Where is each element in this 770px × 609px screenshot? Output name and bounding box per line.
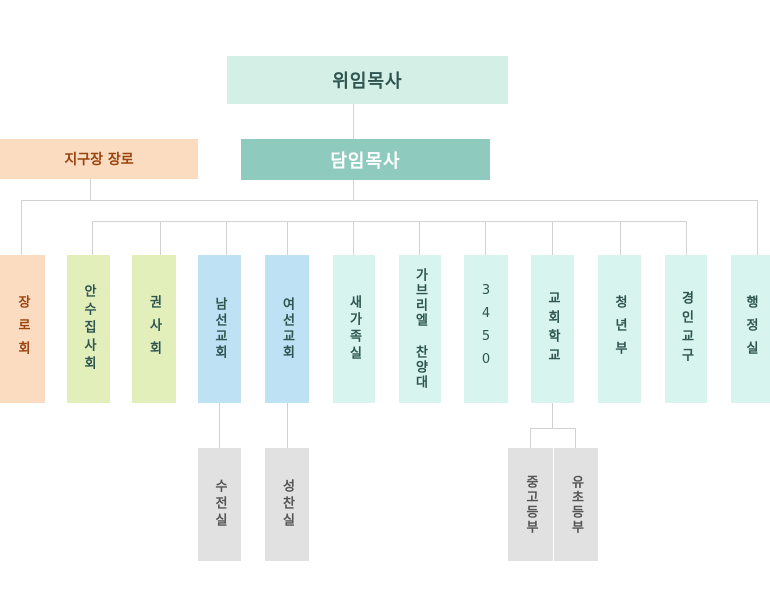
connector-school-right bbox=[575, 428, 576, 448]
dept-mens-association: 남선교회 bbox=[198, 255, 241, 403]
senior-pastor-label: 담임목사 bbox=[330, 150, 401, 172]
dept-church-school: 교회학교 bbox=[531, 255, 574, 403]
connector-school-left bbox=[530, 428, 531, 448]
associate-pastor-box: 위임목사 bbox=[227, 56, 508, 104]
dept-newcomer-family: 새가족실 bbox=[333, 255, 375, 403]
sub-middle-high-dept: 중고등부 bbox=[508, 448, 553, 561]
connector-mens-sub bbox=[219, 403, 220, 448]
connector-district-drop bbox=[90, 179, 91, 201]
connector-drop-admin bbox=[757, 200, 758, 255]
connector-drop-exhorters bbox=[160, 221, 161, 255]
connector-drop-3450 bbox=[485, 221, 486, 255]
dept-youth: 청년부 bbox=[598, 255, 641, 403]
connector-drop-youth bbox=[620, 221, 621, 255]
connector-school-sub bbox=[552, 403, 553, 429]
connector-drop-mens bbox=[226, 221, 227, 255]
dept-elders-council: 장로회 bbox=[0, 255, 45, 403]
district-elders-box: 지구장 장로 bbox=[0, 139, 198, 179]
dept-womens-association: 여선교회 bbox=[265, 255, 309, 403]
connector-drop-deacons bbox=[92, 221, 93, 255]
connector-drop-womens bbox=[287, 221, 288, 255]
dept-exhorters-council: 권사회 bbox=[132, 255, 176, 403]
connector-outer-horizontal bbox=[21, 200, 758, 201]
associate-pastor-label: 위임목사 bbox=[332, 71, 403, 92]
sub-choir-room: 성찬실 bbox=[265, 448, 309, 561]
connector-drop-newcomer bbox=[353, 221, 354, 255]
dept-gyeongin-district: 경인교구 bbox=[665, 255, 707, 403]
connector-drop-gyeongin bbox=[686, 221, 687, 255]
sub-maintenance-room: 수전실 bbox=[198, 448, 241, 561]
senior-pastor-box: 담임목사 bbox=[241, 139, 490, 180]
connector-drop-school bbox=[552, 221, 553, 255]
connector-school-split bbox=[530, 428, 576, 429]
dept-admin-office: 행정실 bbox=[731, 255, 770, 403]
dept-gabriel-choir: 가브리엘 찬양대 bbox=[399, 255, 441, 403]
dept-deacons-council: 안수집사회 bbox=[67, 255, 110, 403]
connector-drop-choir bbox=[419, 221, 420, 255]
dept-3450: 3450 bbox=[464, 255, 508, 403]
district-elders-label: 지구장 장로 bbox=[64, 152, 134, 168]
connector-inner-horizontal bbox=[92, 221, 687, 222]
connector-drop-elders bbox=[21, 200, 22, 255]
connector-womens-sub bbox=[287, 403, 288, 448]
sub-kindergarten-elementary-dept: 유초등부 bbox=[554, 448, 598, 561]
